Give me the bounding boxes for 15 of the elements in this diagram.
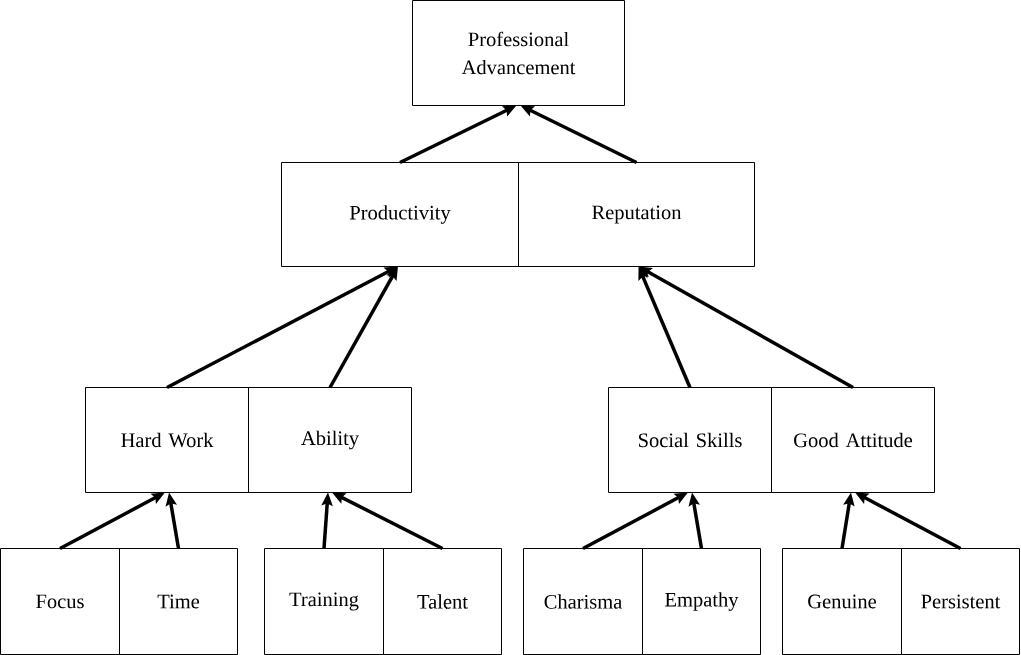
concept-box: Training bbox=[264, 548, 384, 655]
concept-box: Time bbox=[119, 548, 238, 655]
concept-box: Empathy bbox=[642, 548, 761, 655]
concept-box: Talent bbox=[383, 548, 502, 655]
concept-box: Reputation bbox=[518, 162, 755, 267]
concept-box: Genuine bbox=[782, 548, 902, 655]
concept-box: Good Attitude bbox=[771, 387, 935, 493]
concept-box: Persistent bbox=[901, 548, 1020, 655]
concept-box: Focus bbox=[0, 548, 120, 655]
concept-box: Productivity bbox=[281, 162, 519, 267]
concept-box: Charisma bbox=[523, 548, 643, 655]
concept-box: Ability bbox=[248, 387, 412, 493]
concept-box: Social Skills bbox=[608, 387, 772, 493]
concept-box: Professional Advancement bbox=[412, 0, 625, 106]
concept-box: Hard Work bbox=[85, 387, 249, 493]
